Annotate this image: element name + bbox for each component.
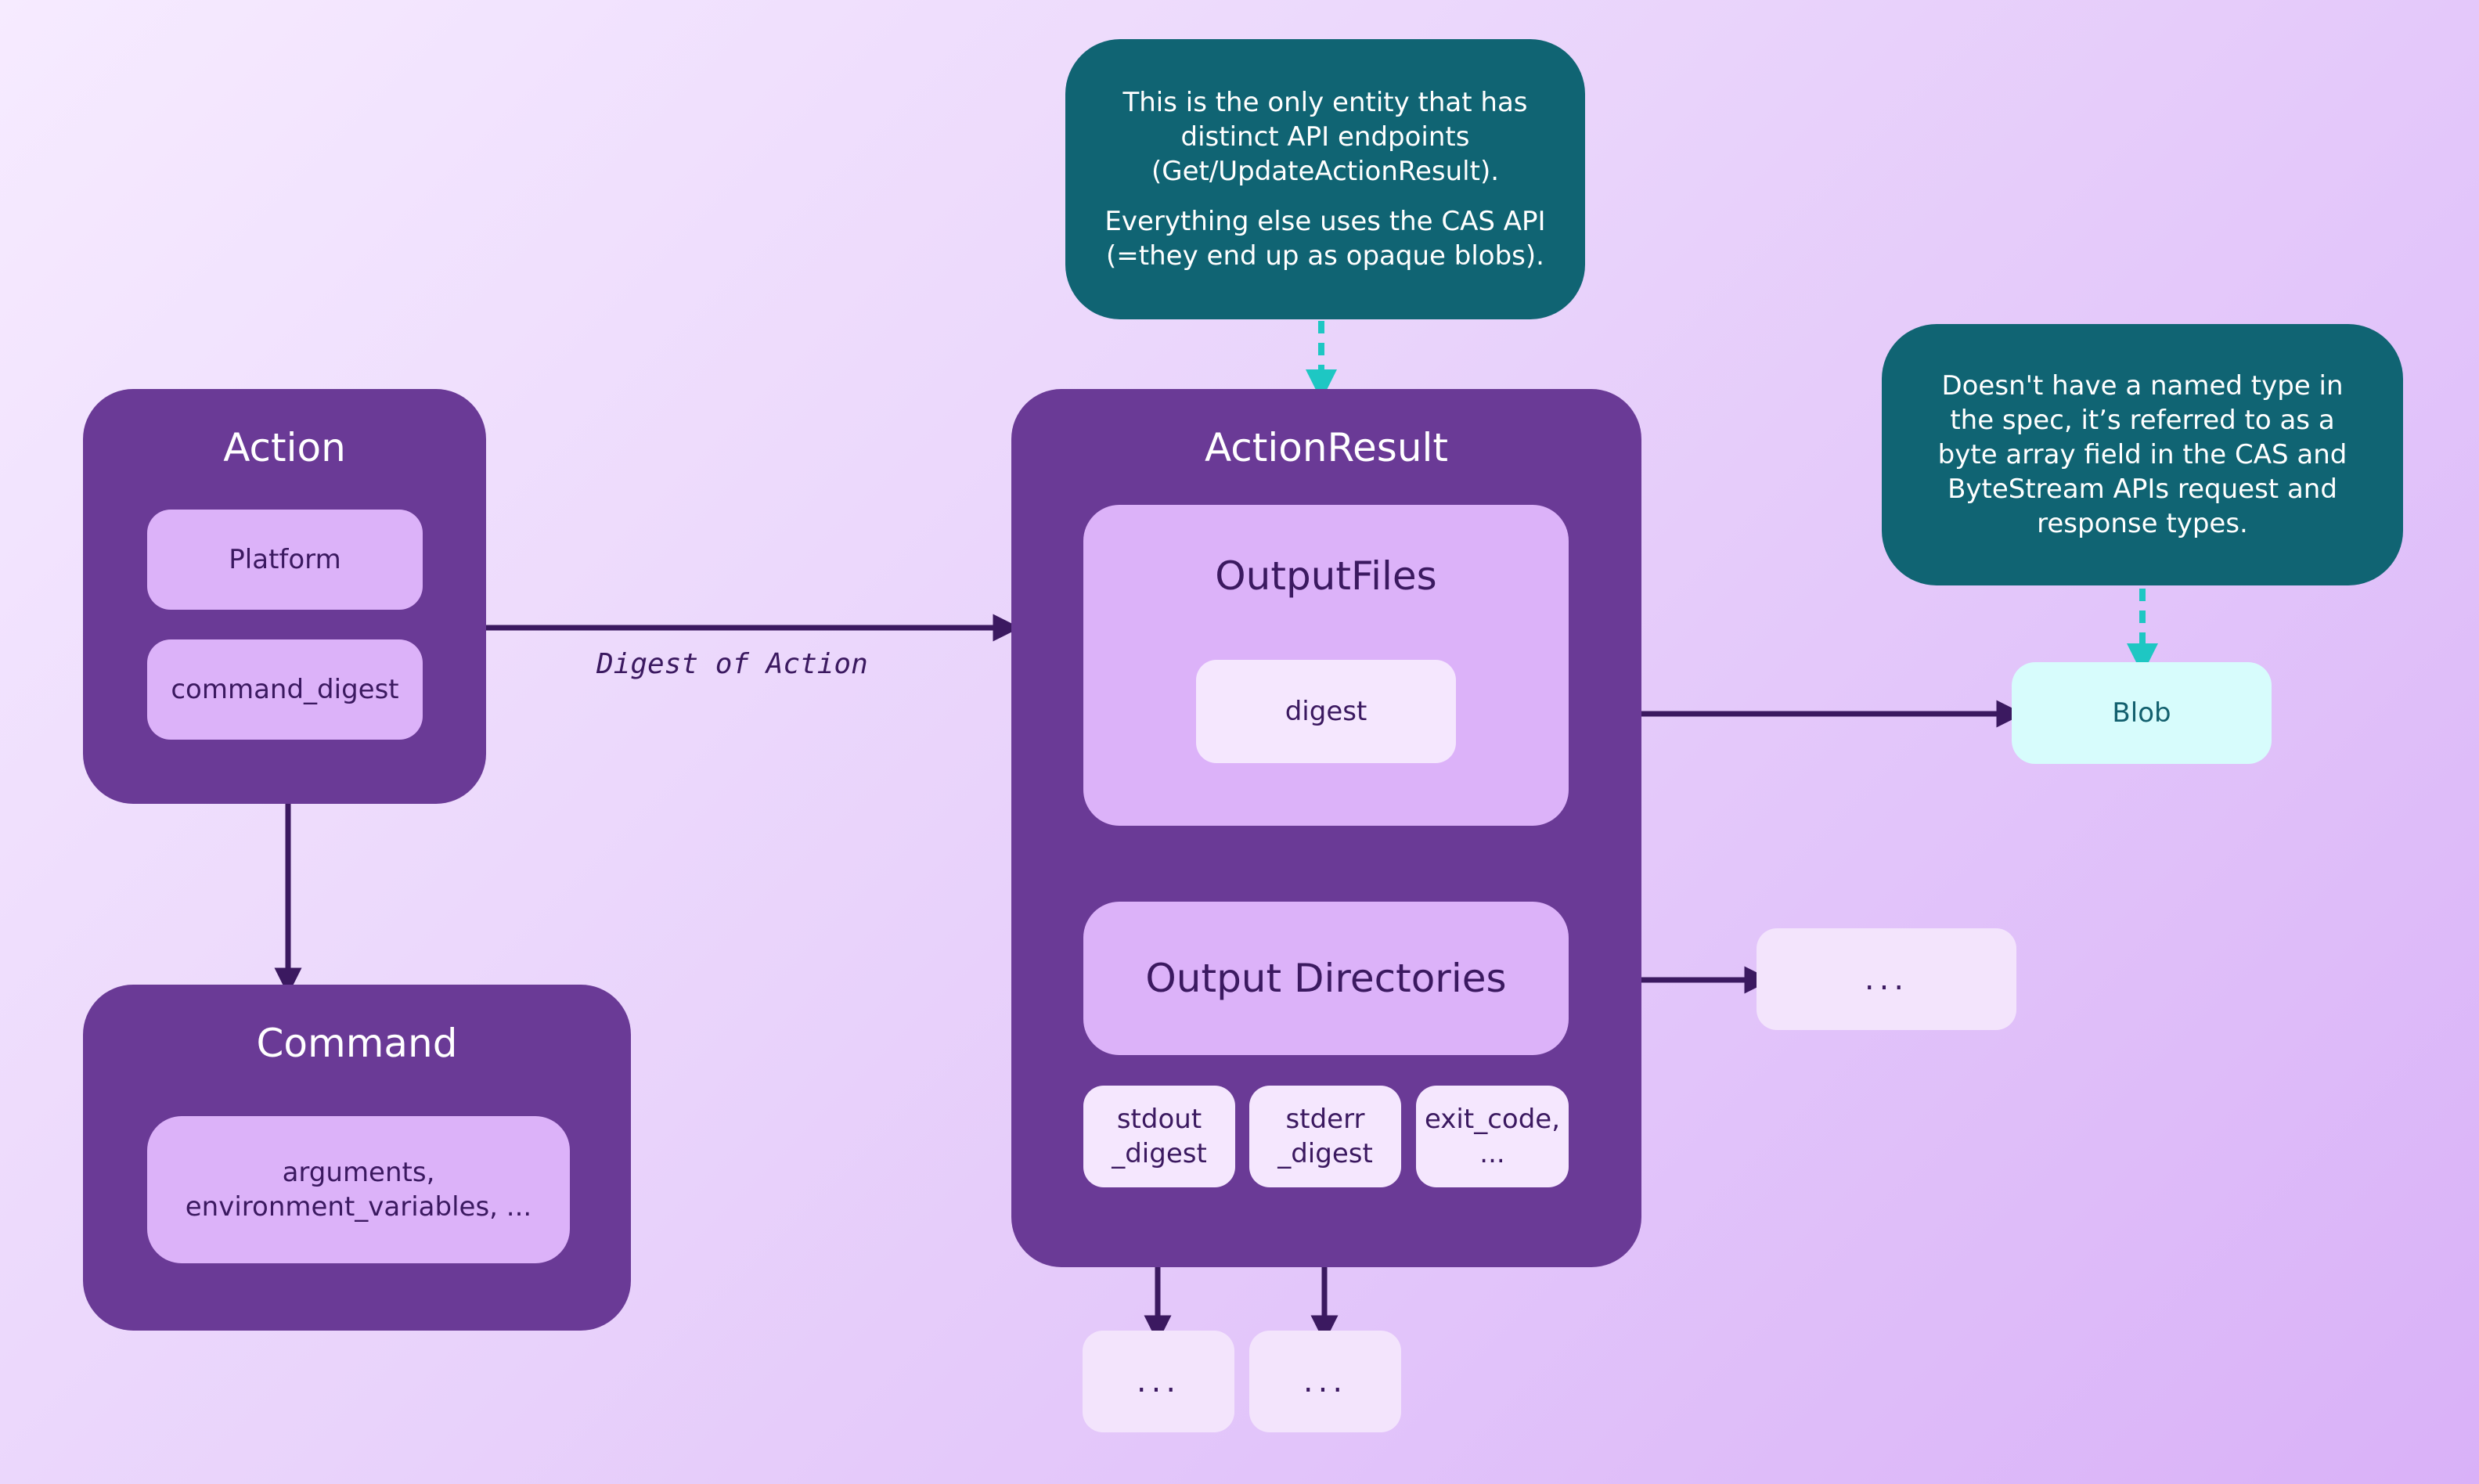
field-stdout-digest-label: stdout _digest [1112, 1104, 1207, 1169]
action-container: Action Platform command_digest [83, 389, 486, 804]
output-directories-title: Output Directories [1145, 956, 1507, 1001]
command-field-arguments-label: arguments, environment_variables, ... [185, 1157, 532, 1223]
placeholder-stderr-target: ... [1249, 1331, 1401, 1432]
field-stderr-digest-label: stderr _digest [1277, 1104, 1373, 1169]
edge-label-digest-of-action: Digest of Action [596, 648, 868, 680]
output-files-digest-label: digest [1285, 696, 1367, 727]
note-blob-text: Doesn't have a named type in the spec, i… [1937, 370, 2347, 539]
placeholder-output-directories-target: ... [1757, 928, 2016, 1030]
placeholder-ellipsis: ... [1303, 1363, 1348, 1399]
note-actionresult-line2: Everything else uses the CAS API (=they … [1104, 206, 1546, 272]
output-files-box: OutputFiles digest [1083, 505, 1569, 826]
command-title: Command [256, 1021, 458, 1066]
actionresult-container: ActionResult OutputFiles digest Output D… [1011, 389, 1641, 1267]
action-field-command-digest: command_digest [147, 639, 423, 740]
note-blob: Doesn't have a named type in the spec, i… [1882, 324, 2403, 585]
output-files-digest: digest [1196, 660, 1456, 763]
actionresult-title: ActionResult [1204, 425, 1449, 470]
action-field-platform: Platform [147, 510, 423, 610]
action-title: Action [223, 425, 346, 470]
note-actionresult-line1: This is the only entity that has distinc… [1122, 87, 1528, 187]
placeholder-ellipsis: ... [1136, 1363, 1181, 1399]
command-field-arguments: arguments, environment_variables, ... [147, 1116, 570, 1263]
action-field-command-digest-label: command_digest [171, 674, 399, 705]
field-exit-code: exit_code, ... [1416, 1086, 1569, 1187]
command-container: Command arguments, environment_variables… [83, 985, 631, 1331]
field-stderr-digest: stderr _digest [1249, 1086, 1401, 1187]
output-files-title: OutputFiles [1215, 553, 1437, 599]
output-directories-box: Output Directories [1083, 902, 1569, 1055]
action-field-platform-label: Platform [229, 544, 341, 575]
field-stdout-digest: stdout _digest [1083, 1086, 1235, 1187]
note-actionresult: This is the only entity that has distinc… [1065, 39, 1585, 319]
blob-label: Blob [2112, 697, 2171, 729]
placeholder-ellipsis: ... [1864, 961, 1909, 997]
field-exit-code-label: exit_code, ... [1424, 1104, 1561, 1169]
placeholder-stdout-target: ... [1083, 1331, 1234, 1432]
blob-node: Blob [2012, 662, 2272, 764]
